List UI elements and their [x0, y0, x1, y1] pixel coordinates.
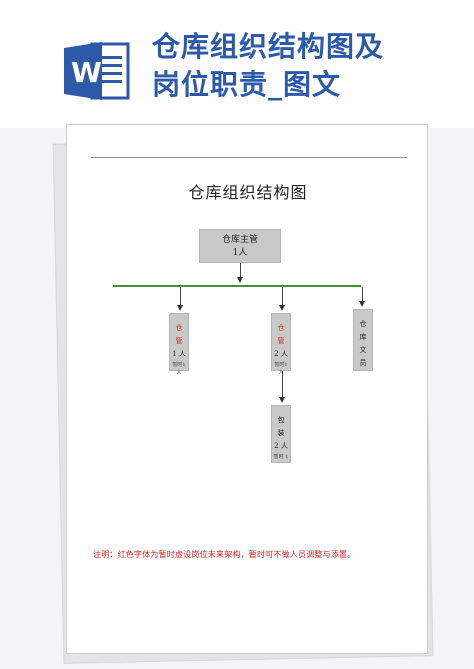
node-count: 1 人 — [172, 350, 186, 358]
connector-c — [362, 287, 363, 303]
page-title-line-1: 仓库组织结构图及 — [152, 30, 385, 63]
node-char: 包 — [277, 416, 285, 424]
node-note: 暂时 1 — [273, 454, 289, 460]
connector-a — [180, 287, 181, 305]
node-char: 仓 — [175, 324, 183, 332]
node-char: 管 — [175, 337, 183, 345]
header-banner: W 仓库组织结构图及 岗位职责_图文 — [0, 0, 474, 128]
node-count: 2 人 — [274, 350, 288, 358]
arrow-head-down — [237, 277, 243, 283]
node-count: 2 人 — [274, 442, 288, 450]
top-divider — [91, 157, 407, 158]
connector-b — [282, 287, 283, 305]
connector-d — [282, 371, 283, 397]
document-page: 仓库组织结构图 仓库主管 1人 仓 管 1 人 暂时1人 仓 管 2 人 暂时1… — [66, 124, 428, 654]
node-char: 装 — [277, 429, 285, 437]
document-footnote: 注明：红色字体为暂时虚设岗位未来架构，暂时可不做人员调整与添置。 — [93, 550, 356, 559]
node-note: 暂时1人 — [274, 362, 288, 376]
arrow-a-down — [177, 305, 183, 311]
node-char: 仓 — [359, 320, 367, 328]
node-count: 1人 — [232, 248, 248, 258]
arrow-d-down — [279, 397, 285, 403]
org-node-warehouse-keeper-2: 仓 管 2 人 暂时1人 — [271, 313, 291, 376]
node-char: 管 — [277, 337, 285, 345]
node-char: 员 — [359, 359, 367, 367]
org-node-warehouse-keeper-1: 仓 管 1 人 暂时1人 — [169, 313, 189, 376]
org-node-warehouse-clerk: 仓 库 文 员 — [353, 309, 373, 371]
arrow-b-down — [279, 305, 285, 311]
node-char: 仓 — [277, 324, 285, 332]
page-title-line-2: 岗位职责_图文 — [152, 68, 342, 101]
node-note: 暂时1人 — [172, 362, 186, 376]
document-title: 仓库组织结构图 — [188, 183, 308, 202]
connector-head — [240, 263, 241, 279]
word-icon-letter: W — [71, 56, 102, 89]
org-node-packaging: 包 装 2 人 暂时 1 — [271, 405, 291, 463]
node-char: 库 — [359, 333, 367, 341]
node-title: 仓库主管 — [221, 235, 258, 245]
org-node-warehouse-manager: 仓库主管 1人 — [199, 229, 281, 263]
horizontal-branch-line — [113, 285, 361, 287]
word-document-icon: W — [64, 42, 130, 100]
arrow-c-down — [359, 301, 365, 307]
node-char: 文 — [359, 346, 367, 354]
